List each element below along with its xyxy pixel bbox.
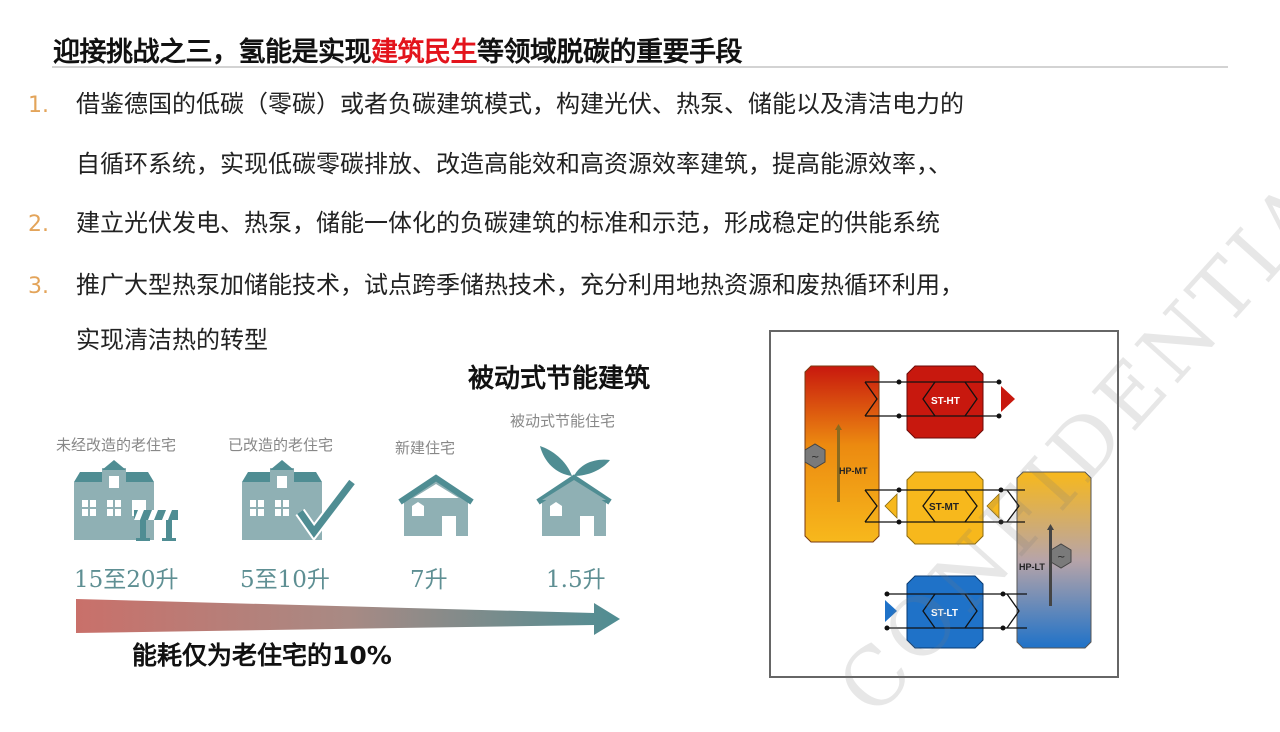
svg-text:ST-HT: ST-HT (931, 396, 960, 407)
old-house-barrier-icon (74, 460, 178, 541)
item-text: 建立光伏发电、热泵，储能一体化的负碳建筑的标准和示范，形成稳定的供能系统 (76, 209, 940, 237)
title-divider (52, 66, 1228, 68)
list-item-1-cont: 自循环系统，实现低碳零碳排放、改造高能效和高资源效率建筑，提高能源效率，、 (76, 144, 952, 184)
item-number: 1. (28, 93, 49, 118)
item-number: 2. (28, 212, 49, 237)
gradient-arrow (76, 599, 620, 635)
energy-footnote: 能耗仅为老住宅的10% (132, 641, 392, 670)
list-item-3-cont: 实现清洁热的转型 (76, 320, 268, 360)
house-label: 已改造的老住宅 (228, 436, 334, 454)
svg-text:ST-LT: ST-LT (931, 608, 958, 619)
compressor-icon (804, 443, 826, 469)
item-text: 自循环系统，实现低碳零碳排放、改造高能效和高资源效率建筑，提高能源效率，、 (76, 150, 952, 178)
list-item-2: 2. 建立光伏发电、热泵，储能一体化的负碳建筑的标准和示范，形成稳定的供能系统 (28, 203, 940, 245)
page-title: 迎接挑战之三，氢能是实现建筑民生等领域脱碳的重要手段 (53, 30, 743, 69)
house-label: 未经改造的老住宅 (56, 436, 177, 454)
svg-text:~: ~ (811, 452, 819, 463)
item-text: 实现清洁热的转型 (76, 326, 268, 354)
house-value: 5至10升 (240, 567, 330, 593)
title-prefix: 迎接挑战之三，氢能是实现 (53, 37, 372, 68)
st-ht-unit (906, 365, 984, 439)
svg-text:HP-LT: HP-LT (1019, 562, 1045, 572)
item-number: 3. (28, 274, 49, 299)
old-house-check-icon (242, 460, 357, 542)
svg-text:~: ~ (1057, 552, 1065, 563)
house-label: 新建住宅 (395, 439, 456, 457)
list-item-3: 3. 推广大型热泵加储能技术，试点跨季储热技术，充分利用地热资源和废热循环利用， (28, 265, 964, 307)
title-suffix: 等领域脱碳的重要手段 (477, 37, 743, 68)
item-text: 借鉴德国的低碳（零碳）或者负碳建筑模式，构建光伏、热泵、储能以及清洁电力的 (76, 90, 964, 118)
svg-text:HP-MT: HP-MT (839, 466, 868, 476)
new-house-icon (398, 474, 474, 536)
infographic-heading: 被动式节能建筑 (468, 364, 651, 394)
title-highlight: 建筑民生 (371, 37, 478, 68)
house-value: 1.5升 (546, 567, 606, 593)
house-value: 15至20升 (74, 567, 179, 593)
house-label: 被动式节能住宅 (510, 412, 616, 430)
house-value: 7升 (410, 567, 448, 593)
house-leaf-icon (536, 446, 612, 536)
item-text: 推广大型热泵加储能技术，试点跨季储热技术，充分利用地热资源和废热循环利用， (76, 271, 964, 299)
heat-pump-storage-diagram: ~ ~ HP-MT HP-LT ST-HT ST-MT ST-LT (769, 330, 1119, 678)
hp-mt-unit (804, 365, 880, 543)
list-item-1: 1. 借鉴德国的低碳（零碳）或者负碳建筑模式，构建光伏、热泵、储能以及清洁电力的 (28, 84, 964, 126)
svg-text:ST-MT: ST-MT (929, 502, 959, 513)
